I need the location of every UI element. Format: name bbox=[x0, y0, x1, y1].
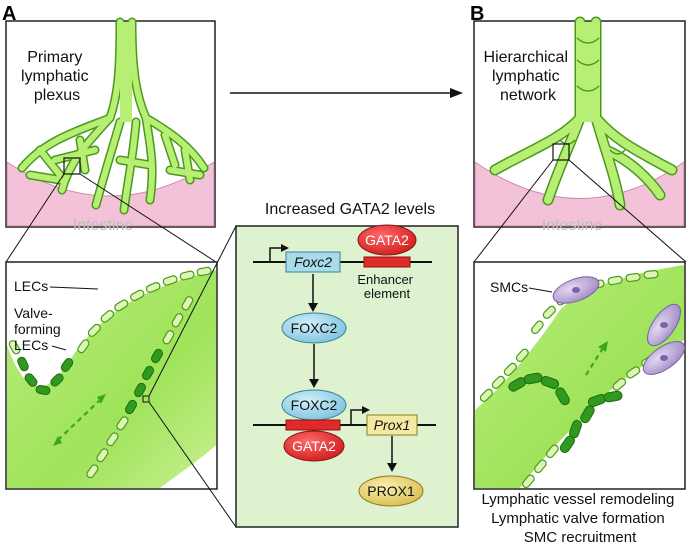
svg-text:GATA2: GATA2 bbox=[365, 232, 409, 248]
pathway-title: Increased GATA2 levels bbox=[265, 201, 435, 218]
pathway-frame bbox=[235, 225, 459, 528]
foxc2-gene-label: Foxc2 bbox=[294, 254, 332, 270]
zoom-vessel-a bbox=[7, 270, 216, 488]
svg-text:FOXC2: FOXC2 bbox=[291, 397, 338, 413]
panel-a-letter: A bbox=[2, 3, 16, 25]
lec-cells-bottom bbox=[86, 296, 194, 479]
panel-a-plexus: Primary lymphatic plexus Intestine bbox=[5, 17, 217, 263]
panel-b-network: Hierarchical lymphatic network Intestine bbox=[473, 16, 687, 263]
svg-text:GATA2: GATA2 bbox=[292, 438, 336, 454]
valve-forming-cells bbox=[17, 356, 74, 396]
intestine-label-a: Intestine bbox=[73, 217, 134, 234]
valve-leaflets bbox=[508, 372, 623, 453]
pathway-panel: Increased GATA2 levels Foxc2 GATA2 Enhan… bbox=[235, 201, 459, 528]
smcs-label: SMCs bbox=[490, 279, 528, 295]
prox1-protein bbox=[358, 475, 424, 507]
zoom-vessel-b bbox=[475, 265, 684, 488]
prox1-gene-label: Prox1 bbox=[374, 417, 411, 433]
foxc2-protein bbox=[281, 312, 347, 344]
zoom-marker-cell bbox=[142, 395, 150, 403]
enhancer-element-bottom bbox=[285, 419, 341, 431]
outcomes-text: Lymphatic vessel remodeling Lymphatic va… bbox=[481, 491, 678, 546]
panel-b-letter: B bbox=[470, 3, 484, 25]
svg-text:PROX1: PROX1 bbox=[367, 483, 415, 499]
panel-a-zoom: LECs Valve- forming LECs bbox=[5, 225, 237, 528]
prox1-gene-box bbox=[366, 414, 418, 436]
enhancer-label: Enhancer element bbox=[357, 272, 416, 301]
zoom-marker-b bbox=[552, 143, 570, 161]
enhancer-element-top bbox=[363, 256, 411, 268]
lecs-label: LECs bbox=[14, 278, 48, 294]
gata2-top bbox=[357, 224, 417, 256]
flow-arrow-a bbox=[57, 399, 101, 441]
zoom-marker-a bbox=[63, 157, 81, 175]
intestine-shape-b bbox=[474, 161, 685, 227]
foxc2-gene-box bbox=[285, 251, 341, 273]
lec-cells-top bbox=[8, 266, 212, 355]
gata2-bound bbox=[283, 430, 345, 462]
network-label: Hierarchical lymphatic network bbox=[484, 49, 573, 104]
valve-forming-label: Valve- forming LECs bbox=[14, 305, 65, 353]
panel-b-zoom: SMCs bbox=[473, 261, 686, 490]
plexus-label: Primary lymphatic plexus bbox=[21, 49, 93, 104]
smc-cells bbox=[552, 276, 686, 375]
intestine-label-b: Intestine bbox=[542, 217, 603, 234]
svg-text:FOXC2: FOXC2 bbox=[291, 320, 338, 336]
